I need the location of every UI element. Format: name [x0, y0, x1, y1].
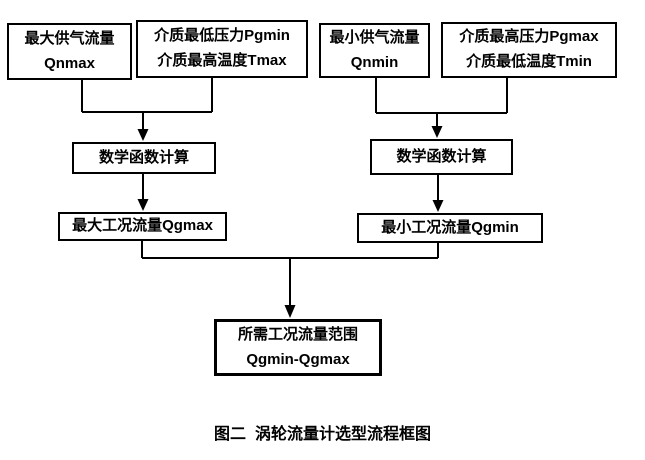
figure-caption: 图二 涡轮流量计选型流程框图 — [214, 426, 431, 443]
node-max-supply-flow: 最大供气流量 Qnmax — [7, 23, 132, 80]
node-math-calc-left-label: 数学函数计算 — [98, 148, 189, 166]
node-required-flow-range: 所需工况流量范围 Qgmin-Qgmax — [214, 319, 382, 376]
node-max-operating-flow-label: 最大工况流量Qgmax — [72, 217, 213, 235]
arrowhead-right-calc — [431, 126, 443, 138]
node-min-supply-flow-line1: 最小供气流量 — [329, 28, 420, 46]
node-max-supply-flow-line2: Qnmax — [44, 54, 95, 72]
arrowhead-qgmax — [137, 199, 149, 211]
node-min-supply-flow: 最小供气流量 Qnmin — [319, 23, 430, 78]
node-min-temp-line: 介质最低温度Tmin — [466, 53, 592, 70]
arrowhead-qgmin — [432, 200, 444, 212]
arrowhead-result — [284, 305, 296, 318]
node-max-pressure-line: 介质最高压力Pgmax — [459, 28, 599, 46]
connector-right-merge — [375, 78, 508, 132]
arrowhead-left-calc — [137, 129, 149, 141]
node-min-pressure-max-temp: 介质最低压力Pgmin 介质最高温度Tmax — [136, 20, 308, 78]
node-max-pressure-min-temp: 介质最高压力Pgmax 介质最低温度Tmin — [441, 22, 617, 78]
node-min-operating-flow: 最小工况流量Qgmin — [357, 213, 543, 243]
node-max-operating-flow: 最大工况流量Qgmax — [58, 212, 227, 241]
node-max-temp-line: 介质最高温度Tmax — [157, 52, 287, 69]
node-min-operating-flow-label: 最小工况流量Qgmin — [381, 218, 519, 236]
node-min-pressure-line: 介质最低压力Pgmin — [154, 27, 290, 45]
node-required-flow-range-line2: Qgmin-Qgmax — [246, 350, 350, 368]
node-max-supply-flow-line1: 最大供气流量 — [24, 29, 115, 47]
node-math-calc-right: 数学函数计算 — [370, 139, 513, 175]
node-math-calc-left: 数学函数计算 — [72, 142, 216, 174]
connector-left-merge — [81, 78, 213, 135]
node-min-supply-flow-line2: Qnmin — [350, 53, 399, 71]
connector-bottom-merge — [141, 241, 439, 311]
node-required-flow-range-line1: 所需工况流量范围 — [237, 325, 358, 343]
node-math-calc-right-label: 数学函数计算 — [396, 147, 487, 165]
